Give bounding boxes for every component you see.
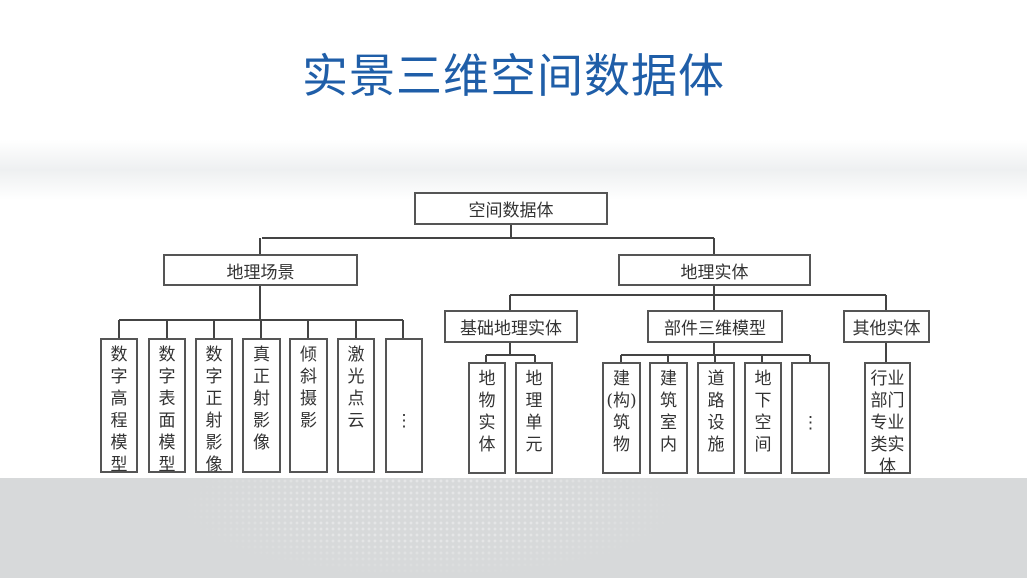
scene-leaf-dsm: 数 字 表 面 模 型 (148, 338, 186, 475)
scene-node: 地理场景 (163, 254, 358, 286)
other-entity-node: 其他实体 (843, 310, 930, 343)
basic-leaf-feature: 地 物 实 体 (468, 362, 506, 474)
component-leaf-road: 道 路 设 施 (697, 362, 735, 474)
world-map-dots (180, 478, 680, 578)
component-leaf-building: 建 (构) 筑 物 (602, 362, 641, 474)
slide-title: 实景三维空间数据体 (302, 49, 725, 103)
scene-leaf-dem: 数 字 高 程 模 型 (100, 338, 138, 475)
component-model-node: 部件三维模型 (647, 310, 783, 343)
entity-node: 地理实体 (618, 254, 811, 286)
scene-leaf-tdom: 真 正 射 影 像 (242, 338, 281, 473)
scene-leaf-oblique: 倾 斜 摄 影 (289, 338, 328, 473)
background-band (0, 140, 1027, 200)
basic-leaf-unit: 地 理 单 元 (515, 362, 553, 474)
component-leaf-indoor: 建 筑 室 内 (649, 362, 688, 474)
scene-leaf-lidar: 激 光 点 云 (337, 338, 375, 473)
scene-leaf-dom: 数 字 正 射 影 像 (195, 338, 233, 475)
component-leaf-underground: 地 下 空 间 (744, 362, 782, 474)
background-top (0, 0, 1027, 150)
component-leaf-more: ⋮ (791, 362, 830, 474)
basic-entity-node: 基础地理实体 (444, 310, 578, 343)
other-leaf-industry: 行业 部门 专业 类实 体 (864, 362, 911, 477)
root-node: 空间数据体 (414, 192, 608, 225)
scene-leaf-more: ⋮ (385, 338, 423, 473)
